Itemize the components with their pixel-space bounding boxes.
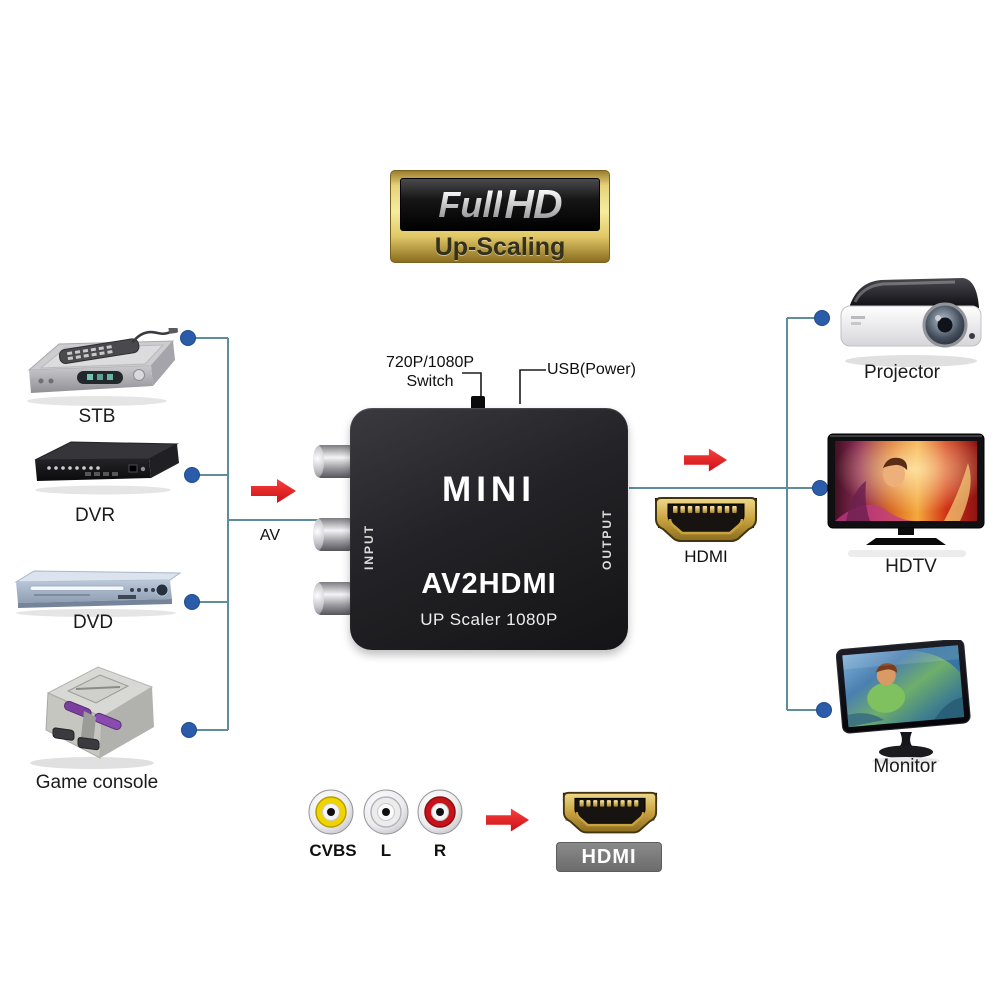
node-stb <box>180 330 196 346</box>
hdtv-image <box>826 432 988 560</box>
converter-brand: MINI <box>442 470 536 509</box>
switch-annotation-line1: 720P/1080P <box>385 354 475 371</box>
projector-image <box>835 270 990 370</box>
stb-image <box>15 328 180 408</box>
cvbs-label: CVBS <box>309 841 357 860</box>
dvr-label: DVR <box>74 505 116 526</box>
hdmi-output-annotation: HDMI <box>684 547 728 566</box>
av-annotation: AV <box>259 527 281 544</box>
node-dvd <box>184 594 200 610</box>
hdmi-plug-icon <box>560 790 660 838</box>
badge-upscaling-text: Up-Scaling <box>434 233 566 261</box>
node-dvr <box>184 467 200 483</box>
badge-hd-text: HD <box>504 181 562 227</box>
dvd-image <box>8 562 188 620</box>
converter-input-label: INPUT <box>362 524 376 570</box>
arrow-right-icon <box>251 477 297 505</box>
arrow-right-icon <box>486 806 530 834</box>
monitor-image <box>836 640 981 766</box>
game-console-label: Game console <box>35 772 159 793</box>
switch-annotation: 720P/1080P Switch <box>378 353 482 391</box>
remote-control <box>58 328 178 364</box>
usb-annotation: USB(Power) <box>547 361 636 378</box>
audio-right-label: R <box>433 841 447 860</box>
audio-left-label: L <box>380 841 392 860</box>
hdmi-plug-icon <box>652 495 760 547</box>
hdmi-badge: HDMI <box>556 842 662 872</box>
resolution-switch <box>471 396 485 410</box>
rca-input-jack-right <box>313 582 354 615</box>
arrow-right-icon <box>684 446 728 474</box>
hdmi-badge-label: HDMI <box>581 845 637 868</box>
fullhd-badge: Full HD Up-Scaling <box>390 170 610 263</box>
fullhd-badge-screen: Full HD <box>400 178 600 231</box>
av2hdmi-converter: MINI AV2HDMI UP Scaler 1080P INPUT OUTPU… <box>350 408 628 650</box>
badge-full-text: Full <box>438 183 503 225</box>
converter-output-label: OUTPUT <box>600 508 614 570</box>
rca-cvbs-connector <box>308 789 354 835</box>
leader-usb <box>519 369 546 404</box>
dvr-image <box>25 430 185 500</box>
rca-input-jack-video <box>313 445 354 478</box>
node-game-console <box>181 722 197 738</box>
switch-annotation-line2: Switch <box>406 373 454 391</box>
monitor-label: Monitor <box>873 756 937 777</box>
rca-right-connector <box>417 789 463 835</box>
rca-left-connector <box>363 789 409 835</box>
node-projector <box>814 310 830 326</box>
leader-switch <box>462 372 482 399</box>
converter-subtitle: UP Scaler 1080P <box>420 610 558 629</box>
converter-model: AV2HDMI <box>421 568 557 600</box>
rca-input-jack-left <box>313 518 354 551</box>
dvd-label: DVD <box>72 612 114 633</box>
game-console-image <box>20 655 175 773</box>
stb-label: STB <box>78 406 116 427</box>
hdtv-label: HDTV <box>885 556 937 577</box>
projector-label: Projector <box>863 362 941 383</box>
node-monitor <box>816 702 832 718</box>
rca-connectors <box>306 786 466 840</box>
